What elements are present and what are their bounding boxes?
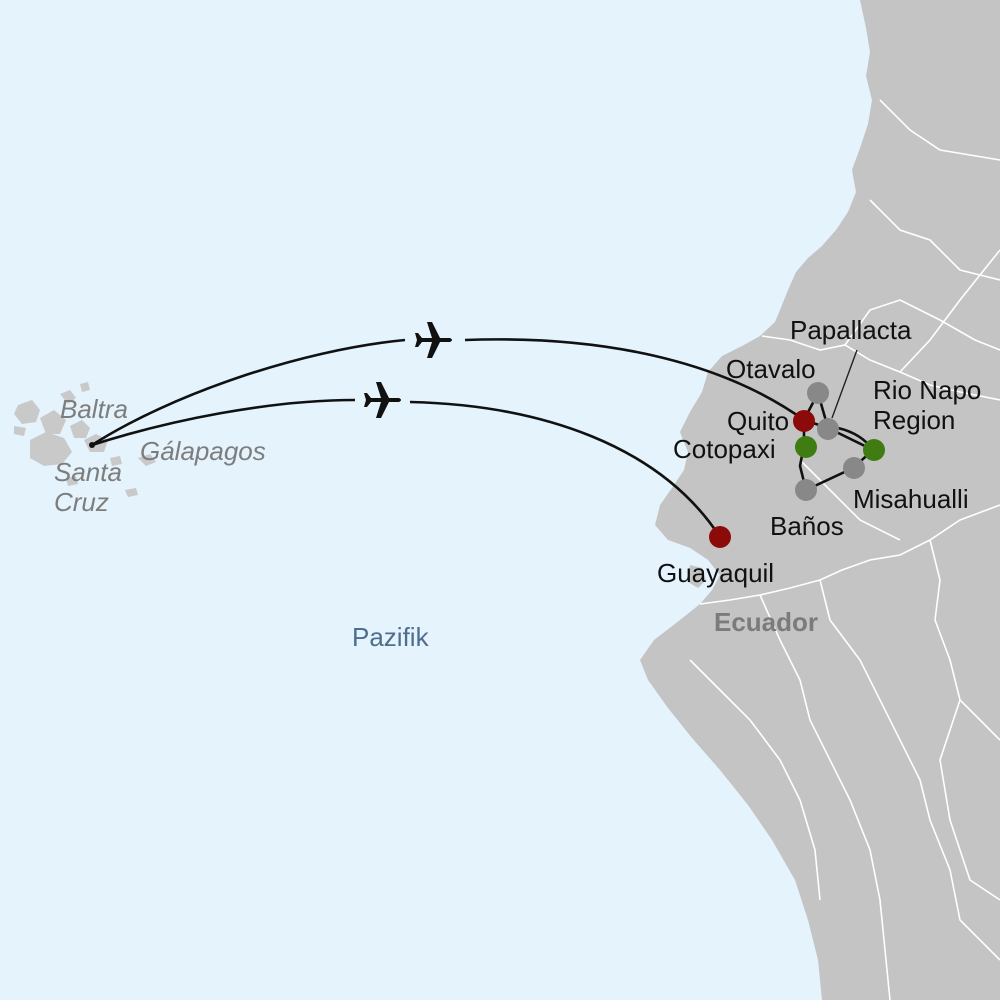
marker-otavalo xyxy=(807,382,829,404)
label-guayaquil: Guayaquil xyxy=(657,558,774,588)
airplane-icon xyxy=(415,322,452,358)
river-9 xyxy=(879,99,1000,161)
label-cotopaxi: Cotopaxi xyxy=(673,434,776,464)
river-3 xyxy=(799,459,901,541)
river-5 xyxy=(819,579,1000,961)
river-6 xyxy=(689,659,821,901)
border-ecuador-peru xyxy=(699,504,1000,605)
flight-route-lower-2 xyxy=(409,400,722,538)
flight-route-upper-2 xyxy=(464,338,805,422)
river-4 xyxy=(759,594,891,1000)
marker-guayaquil xyxy=(709,526,731,548)
marker-banos xyxy=(795,479,817,501)
label-quito: Quito xyxy=(727,406,789,436)
leader-line xyxy=(831,349,858,419)
label-baltra: Baltra xyxy=(60,394,128,424)
airplane-icon xyxy=(364,382,401,418)
label-banos: Baños xyxy=(770,511,844,541)
label-otavalo: Otavalo xyxy=(726,354,816,384)
marker-misahualli xyxy=(843,457,865,479)
flight-route-lower xyxy=(91,398,356,447)
label-misahualli: Misahualli xyxy=(853,484,969,514)
border-peru-east xyxy=(929,539,1000,741)
marker-quito xyxy=(793,410,815,432)
label-country: Ecuador xyxy=(714,607,818,637)
puna-island xyxy=(688,565,706,588)
label-papallacta: Papallacta xyxy=(790,315,912,345)
marker-baltra xyxy=(89,442,95,448)
river-7 xyxy=(899,249,1000,373)
river-2 xyxy=(844,299,1000,351)
label-ocean: Pazifik xyxy=(352,622,430,652)
marker-papallacta xyxy=(817,418,839,440)
river-1 xyxy=(869,199,1000,281)
label-santa-cruz-1: Santa xyxy=(54,457,122,487)
label-rio-napo-1: Rio Napo xyxy=(873,375,981,405)
label-santa-cruz-2: Cruz xyxy=(54,487,109,517)
mainland xyxy=(640,0,1000,1000)
river-8 xyxy=(939,699,1000,901)
flight-route-upper xyxy=(91,338,406,447)
label-rio-napo-2: Region xyxy=(873,405,955,435)
marker-rio-napo xyxy=(863,439,885,461)
gulf xyxy=(668,540,718,604)
label-galapagos: Gálapagos xyxy=(140,436,266,466)
border-colombia-ecuador xyxy=(761,335,1000,401)
marker-cotopaxi xyxy=(795,436,817,458)
